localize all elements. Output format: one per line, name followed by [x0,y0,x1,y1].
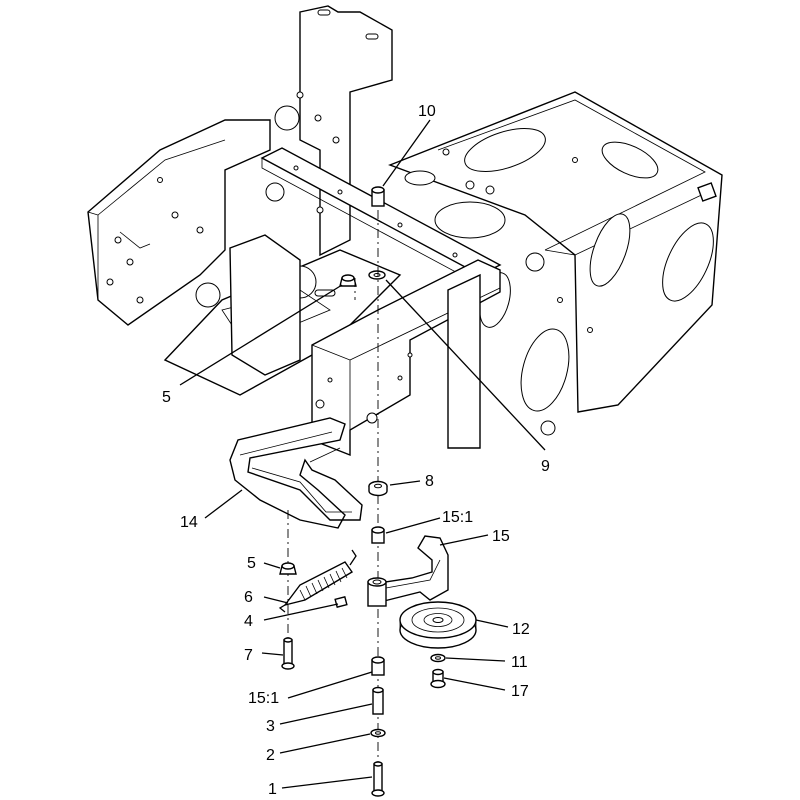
callout-6: 6 [244,589,253,606]
callout-1: 1 [268,781,277,798]
callout-7: 7 [244,647,253,664]
callout-4: 4 [244,613,253,630]
spacer-3 [372,686,384,715]
extension-spring-6 [278,549,357,613]
callout-10-top: 10 [418,103,436,120]
callout-15-1-lower: 15:1 [248,690,279,707]
bolt-17 [430,668,446,689]
idler-arm-15 [367,535,449,607]
nut-5-upper [339,274,357,287]
callout-12: 12 [512,621,530,638]
bolt-7 [281,637,295,670]
callout-15: 15 [492,528,510,545]
bushing-15-1-upper [371,526,385,544]
callout-17: 17 [511,683,529,700]
spacer-8 [368,480,388,497]
bolt-4 [334,595,348,609]
callout-labels: 10 5 9 8 14 15:1 15 5 6 4 12 7 11 17 15:… [162,103,550,798]
bushing-15-1-lower [371,656,385,676]
pivot-bolt-10 [371,186,385,207]
washer-2 [370,728,386,738]
idler-pulley-12 [399,601,477,649]
callout-3: 3 [266,718,275,735]
callout-8: 8 [425,473,434,490]
callout-14: 14 [180,514,198,531]
callout-15-1-upper: 15:1 [442,509,473,526]
callout-5-lower: 5 [247,555,256,572]
leader-lines [179,119,546,789]
washer-11 [430,653,446,663]
callout-11: 11 [511,654,528,671]
washer-9 [368,270,386,280]
callout-9: 9 [541,458,550,475]
main-frame [87,5,723,457]
callout-5-upper: 5 [162,389,171,406]
nut-5-lower [279,562,297,575]
callout-2: 2 [266,747,275,764]
bolt-1 [371,761,385,797]
drive-belt-14 [229,417,363,529]
